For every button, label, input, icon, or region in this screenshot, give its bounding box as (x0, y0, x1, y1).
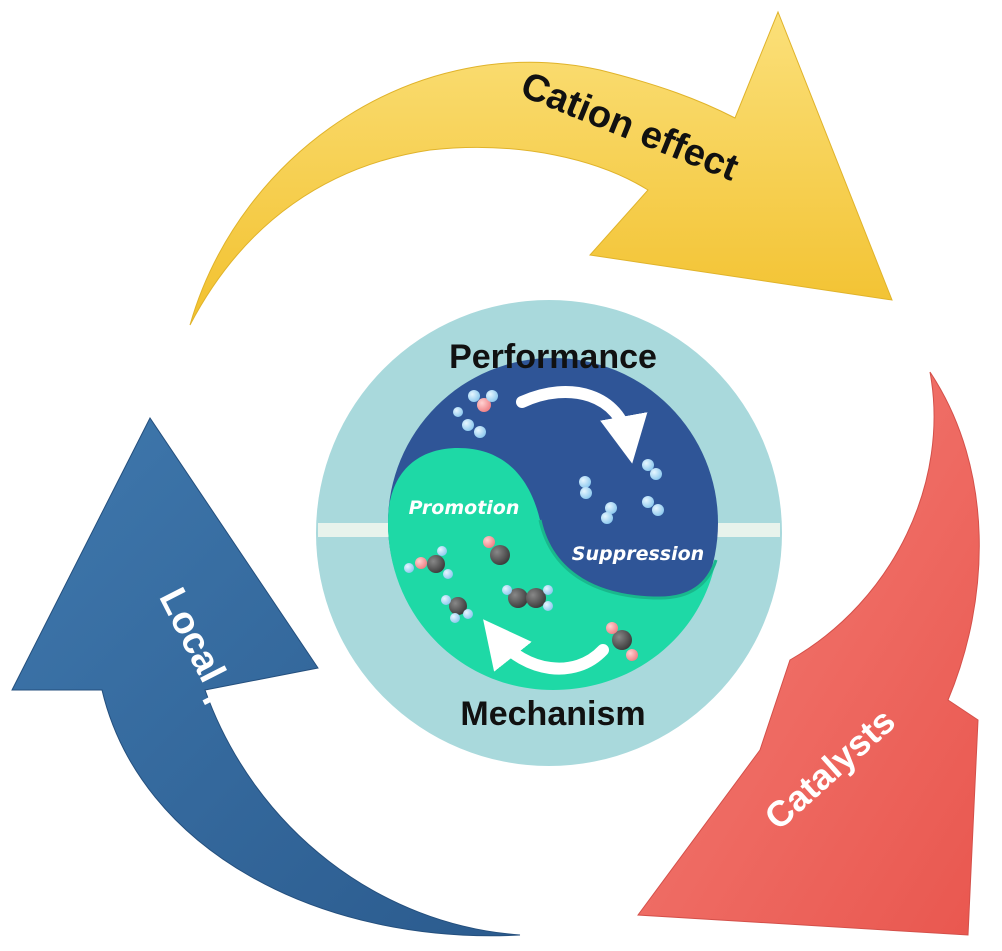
suppression-label: Suppression (572, 543, 704, 565)
suppression-flow-arrow (516, 386, 648, 464)
catalysts-arrow: Catalysts (637, 371, 980, 936)
performance-label: Performance (449, 338, 657, 376)
local-ph-arrow: Local pH (11, 417, 521, 937)
promotion-label: Promotion (409, 497, 520, 519)
catalysts-arrow-shape (637, 371, 980, 936)
suppression-molecules (453, 390, 664, 524)
yin-yang-divider (538, 519, 718, 600)
cation-effect-arrow: Cation effect (189, 10, 893, 326)
cation-effect-arrow-shape (189, 10, 893, 326)
promotion-half (388, 448, 716, 690)
local-ph-arrow-shape (11, 417, 521, 937)
promotion-flow-arrow (483, 619, 609, 675)
center-emblem: Performance Mechanism Promotion Suppress… (316, 300, 782, 766)
mechanism-label: Mechanism (460, 695, 645, 733)
promotion-molecules (404, 536, 638, 661)
